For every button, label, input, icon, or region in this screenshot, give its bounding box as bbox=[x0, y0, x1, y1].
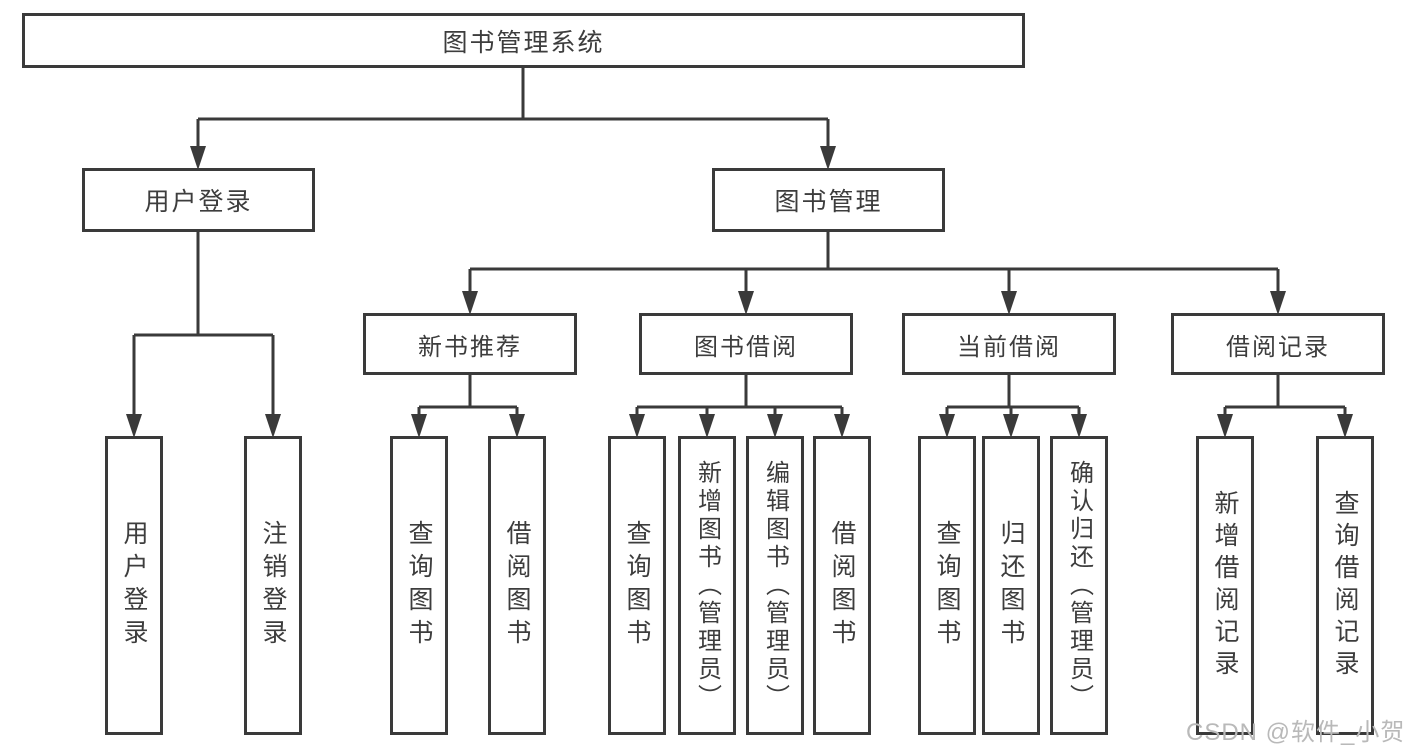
leaf-confirm-return-admin: 确认归还（管理员） bbox=[1050, 436, 1108, 735]
leaf-edit-books-admin: 编辑图书（管理员） bbox=[746, 436, 804, 735]
leaf-borrow-books-borrowing: 借阅图书 bbox=[813, 436, 871, 735]
leaf-query-books-current: 查询图书 bbox=[918, 436, 976, 735]
node-book-management: 图书管理 bbox=[712, 168, 945, 232]
csdn-watermark: CSDN @软件_小贺同学 bbox=[1186, 719, 1405, 746]
leaf-query-books-recommend: 查询图书 bbox=[390, 436, 448, 735]
leaf-add-borrow-record: 新增借阅记录 bbox=[1196, 436, 1254, 735]
node-borrowing-records: 借阅记录 bbox=[1171, 313, 1385, 375]
leaf-return-books: 归还图书 bbox=[982, 436, 1040, 735]
node-current-borrowing: 当前借阅 bbox=[902, 313, 1116, 375]
leaf-logout: 注销登录 bbox=[244, 436, 302, 735]
leaf-query-books-borrowing: 查询图书 bbox=[608, 436, 666, 735]
node-library-system: 图书管理系统 bbox=[22, 13, 1025, 68]
leaf-add-books-admin: 新增图书（管理员） bbox=[678, 436, 736, 735]
leaf-borrow-books-recommend: 借阅图书 bbox=[488, 436, 546, 735]
node-new-book-recommendation: 新书推荐 bbox=[363, 313, 577, 375]
node-user-login: 用户登录 bbox=[82, 168, 315, 232]
leaf-user-login: 用户登录 bbox=[105, 436, 163, 735]
node-book-borrowing: 图书借阅 bbox=[639, 313, 853, 375]
leaf-query-borrow-record: 查询借阅记录 bbox=[1316, 436, 1374, 735]
